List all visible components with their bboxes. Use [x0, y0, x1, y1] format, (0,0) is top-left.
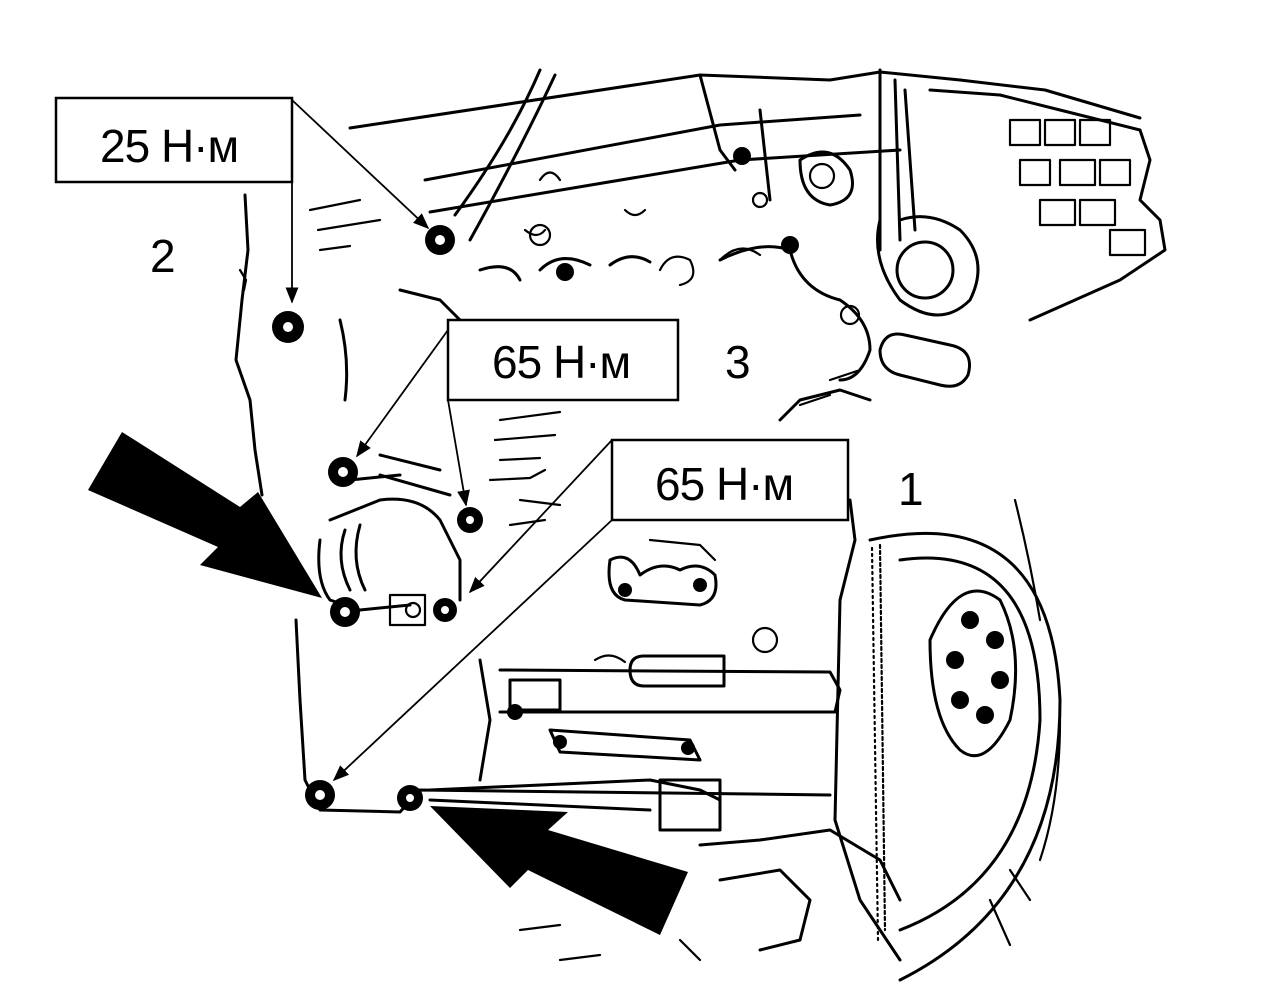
torque-label: 65 Н·м [655, 458, 793, 510]
part-number-1: 1 [898, 463, 924, 515]
upper-left-arrow-icon [88, 432, 322, 598]
engine-drawing [234, 68, 1167, 982]
torque-label: 65 Н·м [492, 336, 630, 388]
callout-torque-25: 25 Н·м [54, 96, 294, 184]
direction-arrows [88, 432, 688, 935]
leader-lines [285, 99, 613, 782]
bolt-markers [272, 147, 799, 811]
torque-label: 25 Н·м [100, 120, 238, 172]
callout-torque-65-upper: 65 Н·м [446, 318, 680, 402]
callout-torque-65-lower: 65 Н·м [610, 438, 850, 522]
lower-right-arrow-icon [430, 806, 688, 935]
part-number-3: 3 [725, 336, 751, 388]
part-number-2: 2 [150, 230, 176, 282]
